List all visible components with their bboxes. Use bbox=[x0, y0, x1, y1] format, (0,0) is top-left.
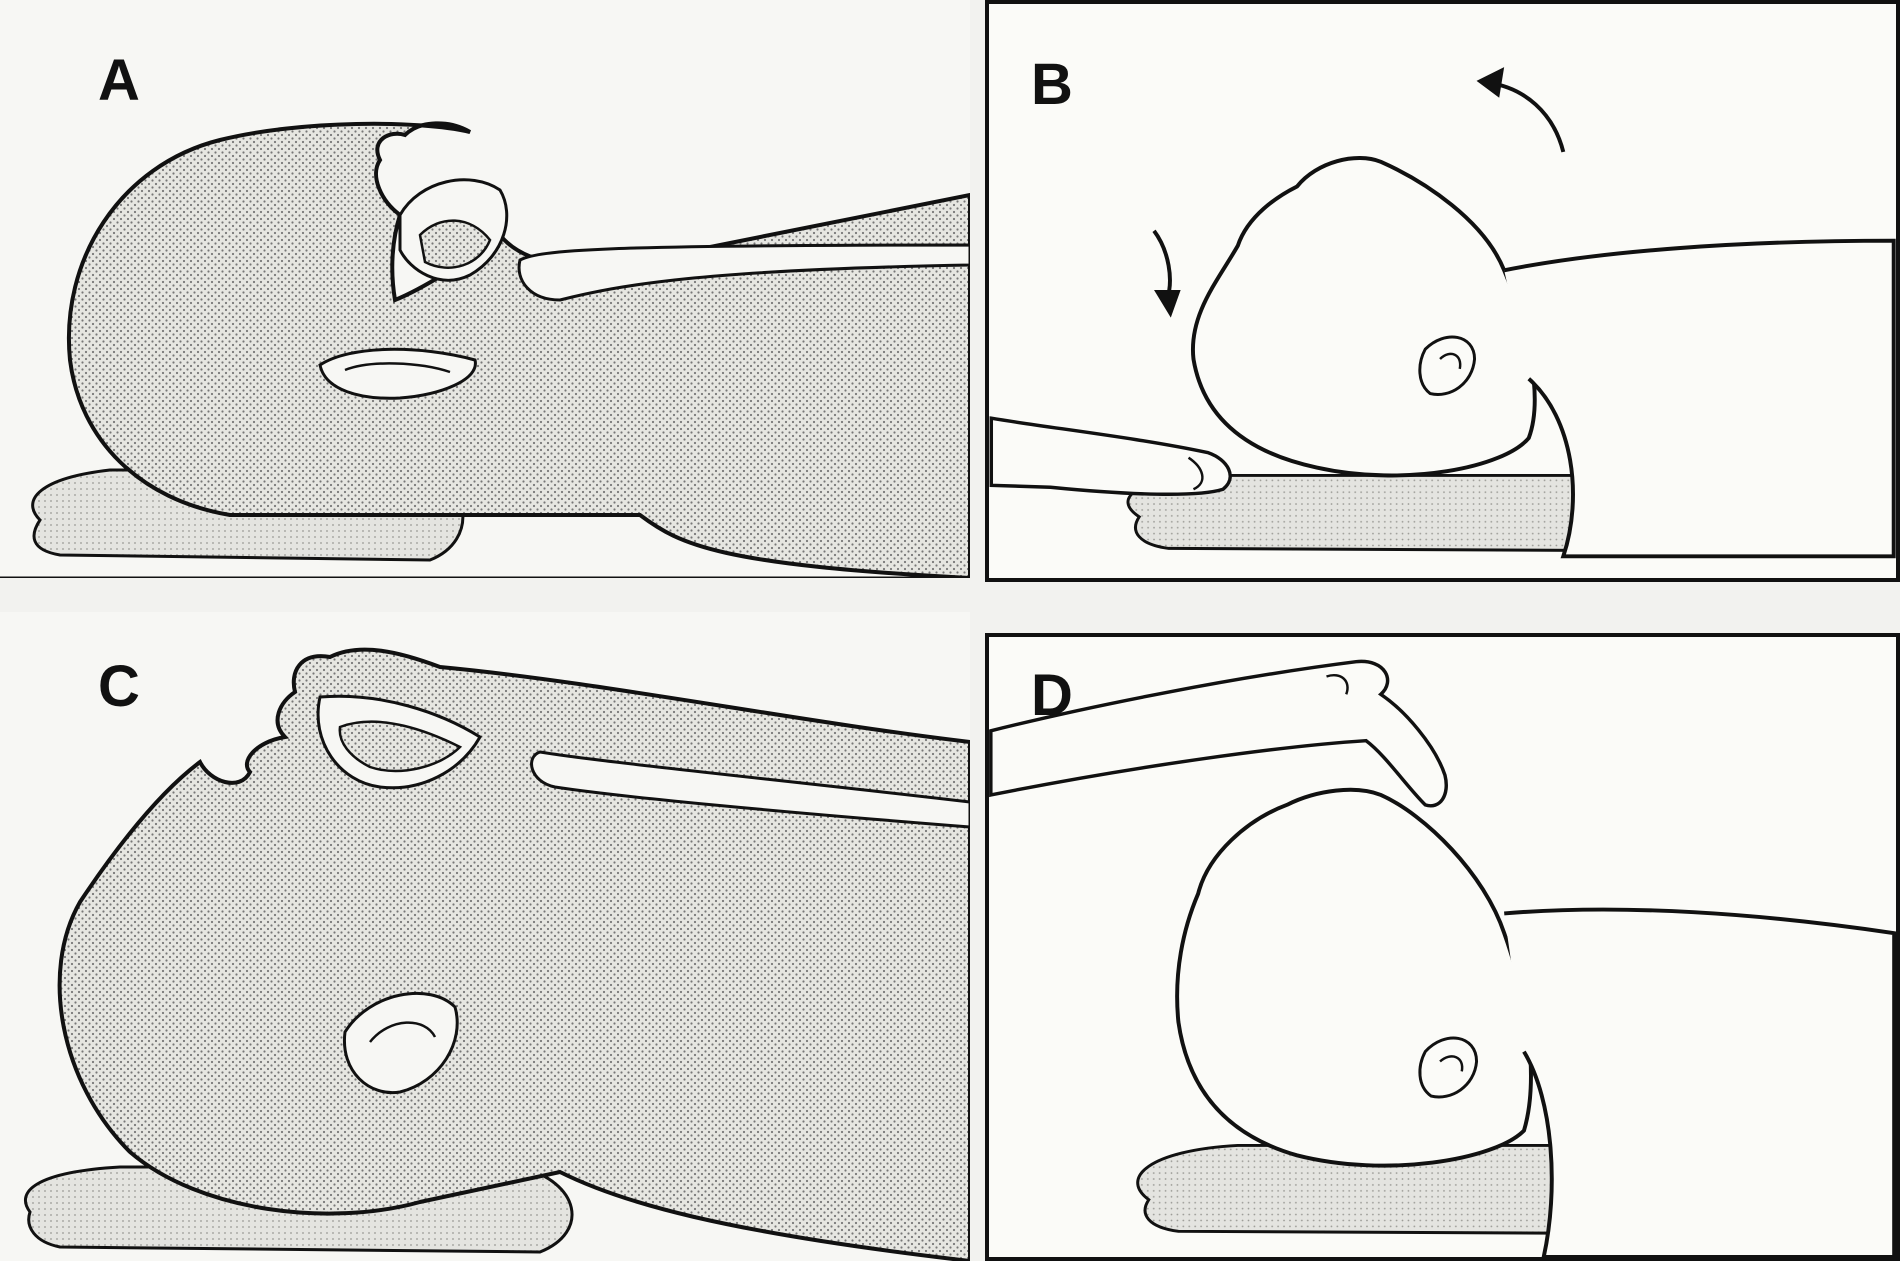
panel-a-head-neck bbox=[69, 123, 970, 578]
panel-d-head bbox=[1177, 790, 1531, 1166]
panel-b-head bbox=[1193, 158, 1535, 475]
panel-c-head-neck bbox=[60, 650, 970, 1261]
panel-b-arrow-up bbox=[1489, 83, 1563, 152]
panel-c-illustration bbox=[0, 612, 970, 1261]
panel-c-label: C bbox=[98, 658, 140, 716]
panel-a-label: A bbox=[98, 52, 140, 110]
panel-d-illustration bbox=[989, 637, 1896, 1257]
panel-d-label: D bbox=[1031, 667, 1073, 725]
panel-b: B bbox=[985, 0, 1900, 582]
panel-b-hand bbox=[991, 418, 1230, 494]
panel-d-body bbox=[1504, 910, 1894, 1257]
panel-b-label: B bbox=[1031, 56, 1073, 114]
panel-c: C bbox=[0, 612, 970, 1261]
panel-a-illustration bbox=[0, 0, 970, 578]
panel-a: A bbox=[0, 0, 970, 578]
panel-b-arrow-down bbox=[1154, 231, 1170, 300]
panel-d: D bbox=[985, 633, 1900, 1261]
panel-b-illustration bbox=[989, 4, 1896, 578]
